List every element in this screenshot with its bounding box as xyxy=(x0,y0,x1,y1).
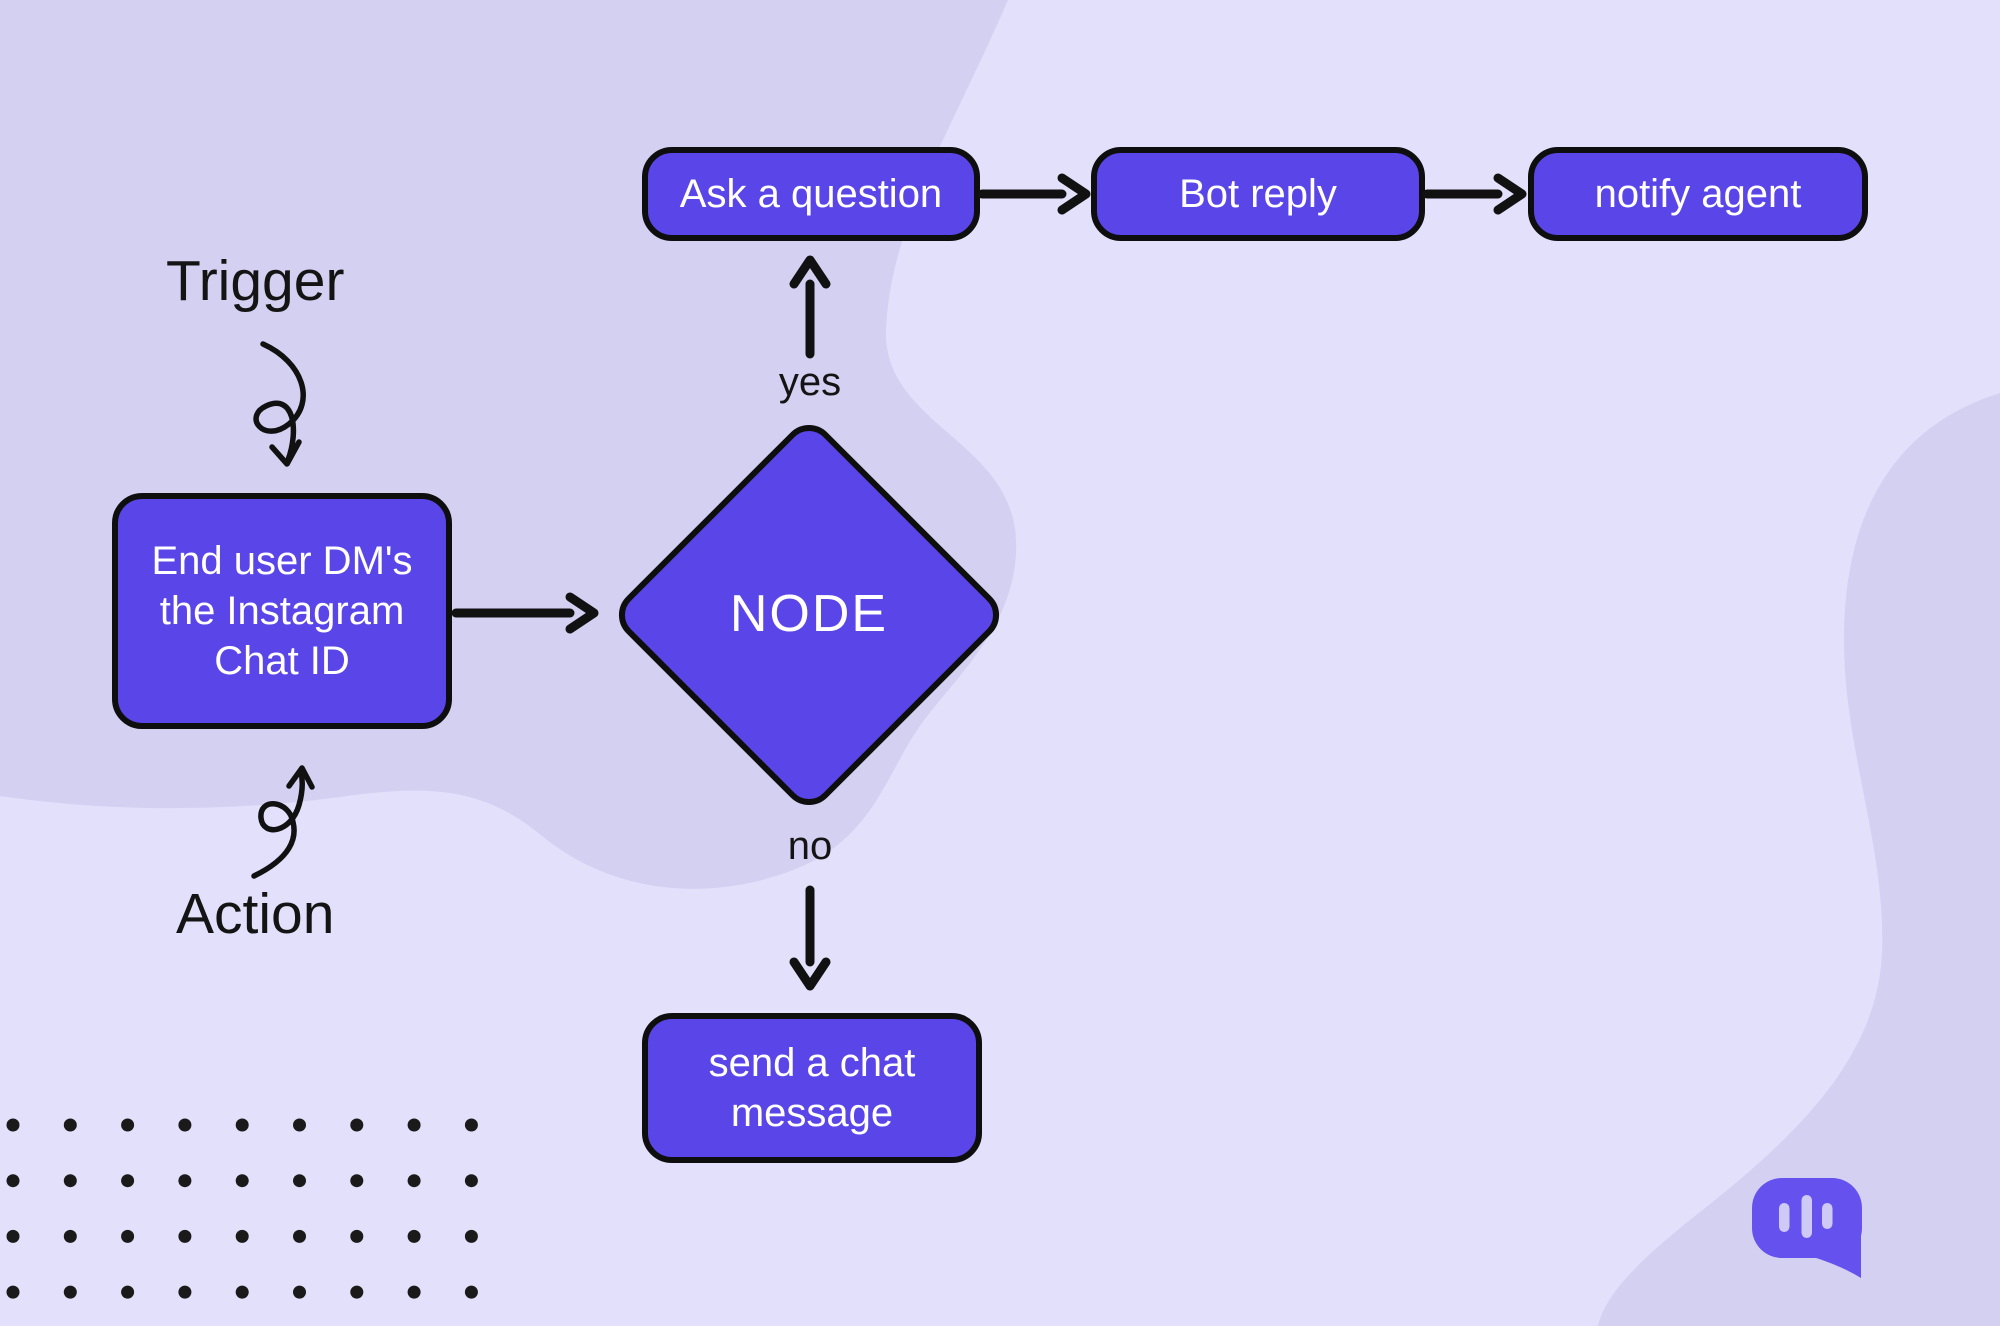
arrow-bot-to-notify xyxy=(1422,173,1527,215)
dot xyxy=(63,1229,77,1243)
dot xyxy=(350,1285,364,1299)
node-send-chat-message-label: send a chat message xyxy=(708,1041,916,1135)
dot xyxy=(235,1118,249,1132)
dot xyxy=(464,1118,478,1132)
arrowhead-icon xyxy=(789,255,831,289)
arrow-yes-to-ask xyxy=(789,255,831,359)
arrowhead-icon xyxy=(789,957,831,991)
dot xyxy=(6,1285,20,1299)
dot xyxy=(63,1285,77,1299)
node-ask-a-question: Ask a question xyxy=(642,147,980,241)
dot xyxy=(407,1285,421,1299)
arrow-enduser-to-node xyxy=(451,592,599,634)
decision-diamond-label: NODE xyxy=(729,585,889,643)
chat-bubble-logo xyxy=(1752,1178,1862,1278)
node-bot-reply: Bot reply xyxy=(1091,147,1425,241)
squiggle-line xyxy=(251,769,306,879)
node-notify-agent-label: notify agent xyxy=(1594,172,1802,216)
arrowhead-icon xyxy=(286,765,315,790)
arrowhead-icon xyxy=(269,439,302,467)
dot xyxy=(6,1229,20,1243)
dots-grid xyxy=(6,1118,478,1299)
logo-bar-icon xyxy=(1801,1195,1812,1238)
squiggle-arrow-trigger xyxy=(253,341,306,467)
dot xyxy=(350,1174,364,1188)
action-label: Action xyxy=(176,882,335,946)
no-label: no xyxy=(787,824,833,868)
dot xyxy=(293,1118,306,1132)
dot xyxy=(407,1174,421,1188)
dot xyxy=(63,1118,77,1132)
dot xyxy=(178,1285,192,1299)
dot xyxy=(407,1118,421,1132)
node-notify-agent: notify agent xyxy=(1528,147,1868,241)
node-end-user-dm-label: End user DM's the Instagram Chat ID xyxy=(151,539,413,683)
dot xyxy=(464,1174,478,1188)
logo-bar-icon xyxy=(1779,1203,1790,1232)
node-end-user-dm: End user DM's the Instagram Chat ID xyxy=(112,493,452,729)
dot xyxy=(293,1285,306,1299)
dot xyxy=(350,1229,364,1243)
dot xyxy=(235,1285,249,1299)
dot xyxy=(293,1174,306,1188)
squiggle-line xyxy=(253,341,306,463)
dot xyxy=(178,1118,192,1132)
dot xyxy=(121,1285,135,1299)
logo-bubble-tail xyxy=(1795,1222,1861,1278)
node-send-chat-message: send a chat message xyxy=(642,1013,982,1163)
dot xyxy=(121,1118,135,1132)
dot xyxy=(464,1229,478,1243)
dot xyxy=(121,1229,135,1243)
node-bot-reply-label: Bot reply xyxy=(1179,172,1337,216)
arrowhead-icon xyxy=(1057,173,1091,215)
dot xyxy=(121,1174,135,1188)
dot xyxy=(350,1118,364,1132)
arrow-ask-to-bot xyxy=(977,173,1091,215)
dot xyxy=(293,1229,306,1243)
node-ask-a-question-label: Ask a question xyxy=(679,172,943,216)
dot xyxy=(235,1229,249,1243)
background-blob-right xyxy=(1598,393,2000,1326)
logo-bar-icon xyxy=(1822,1203,1833,1229)
yes-label: yes xyxy=(778,360,842,404)
dot xyxy=(464,1285,478,1299)
arrowhead-icon xyxy=(565,592,599,634)
dot xyxy=(178,1174,192,1188)
dot xyxy=(63,1174,77,1188)
dot xyxy=(6,1174,20,1188)
dot xyxy=(235,1174,249,1188)
dot xyxy=(178,1229,192,1243)
dot xyxy=(6,1118,20,1132)
dot xyxy=(407,1229,421,1243)
arrowhead-icon xyxy=(1493,173,1527,215)
squiggle-arrow-action xyxy=(251,765,315,879)
trigger-label: Trigger xyxy=(166,249,345,313)
arrow-no-to-send xyxy=(789,885,831,991)
